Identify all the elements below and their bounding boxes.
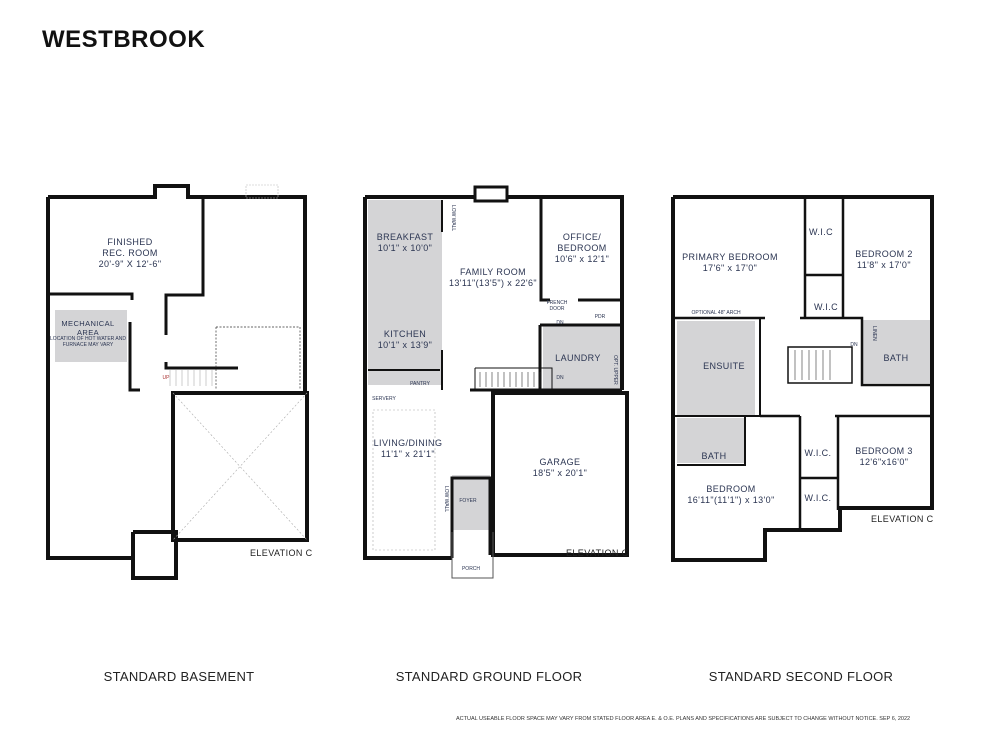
room-name: KITCHEN (383, 329, 427, 339)
bath-label: BATH (701, 451, 727, 461)
room-size: 11'8" x 17'0" (857, 260, 911, 270)
living-dining-label: LIVING/DINING 11'1" x 21'1" (374, 438, 443, 460)
mechanical-area-label: MECHANICAL AREA (61, 319, 114, 337)
ground-floor-plan (363, 185, 629, 579)
foyer-label: FOYER (459, 498, 477, 504)
porch-label: PORCH (461, 566, 481, 572)
room-name: FAMILY ROOM (459, 267, 527, 277)
rec-room-label: FINISHED REC. ROOM 20'-9" X 12'-6" (99, 237, 162, 270)
servery-label: SERVERY (372, 396, 396, 402)
room-size: 10'1" x 10'0" (377, 243, 433, 253)
ensuite-label: ENSUITE (703, 361, 745, 371)
room-name: REC. ROOM (102, 248, 158, 258)
room-size: 10'6" x 12'1" (554, 254, 610, 264)
room-size: 18'5" x 20'1" (532, 468, 588, 478)
second-elevation: ELEVATION C (871, 514, 934, 524)
room-name: BEDROOM 3 (855, 446, 913, 456)
mechanical-note: LOCATION OF HOT WATER AND FURNACE MAY VA… (50, 336, 126, 348)
foyer-fill (452, 475, 490, 530)
optional-arch-label: OPTIONAL 48" ARCH (691, 310, 741, 316)
room-name: BREAKFAST (376, 232, 434, 242)
bath-2-label: BATH (883, 353, 909, 363)
ground-elevation: ELEVATION C (566, 548, 629, 558)
room-name: OFFICE/ (562, 232, 602, 242)
bath-fill (677, 418, 745, 463)
office-label: OFFICE/ BEDROOM 10'6" x 12'1" (555, 232, 610, 265)
room-name: MECHANICAL (61, 319, 115, 328)
primary-bedroom-label: PRIMARY BEDROOM 17'6" x 17'0" (682, 252, 778, 274)
note-line: FURNACE MAY VARY (62, 342, 114, 348)
note-line: FRENCH (546, 300, 568, 306)
model-title: WESTBROOK (42, 26, 206, 53)
garage-label: GARAGE 18'5" x 20'1" (533, 457, 588, 479)
disclaimer: ACTUAL USEABLE FLOOR SPACE MAY VARY FROM… (456, 716, 911, 722)
basement-caption: STANDARD BASEMENT (103, 669, 255, 684)
bath2-fill (862, 320, 930, 383)
pantry-label: PANTRY (410, 381, 430, 387)
linen-label: LINEN (871, 326, 877, 341)
room-name: GARAGE (539, 457, 581, 467)
laundry-label: LAUNDRY (555, 353, 601, 363)
stair-dn-label: DN (556, 320, 564, 326)
kitchen-label: KITCHEN 10'1" x 13'9" (378, 329, 433, 351)
bedroom-2-label: BEDROOM 2 11'8" x 17'0" (855, 249, 913, 271)
note-line: DOOR (549, 306, 565, 312)
mechanical-area-fill (55, 310, 127, 362)
wic-1-label: W.I.C (809, 227, 833, 237)
stair-dn-label-2: DN (556, 375, 564, 381)
ensuite-fill (677, 321, 755, 415)
second-floor-plan (671, 195, 934, 562)
basement-plan (46, 184, 309, 580)
wic-4-label: W.I.C. (804, 493, 832, 503)
bedroom-label: BEDROOM 16'11"(11'1") x 13'0" (687, 484, 774, 506)
room-name: PRIMARY BEDROOM (682, 252, 778, 262)
bedroom-3-label: BEDROOM 3 12'6"x16'0" (855, 446, 913, 468)
room-size: 11'1" x 21'1" (381, 449, 435, 459)
low-wall-label-2: LOW WALL (443, 486, 449, 513)
garage-outline (491, 391, 629, 557)
room-name: LIVING/DINING (373, 438, 443, 448)
laundry-fill (543, 325, 623, 390)
note-line: LOCATION OF HOT WATER AND (50, 336, 126, 342)
second-caption: STANDARD SECOND FLOOR (708, 669, 894, 684)
room-name: AREA (76, 328, 100, 337)
pdr-label: PDR (594, 314, 606, 320)
low-wall-label: LOW WALL (450, 205, 456, 232)
room-size: 17'6" x 17'0" (702, 263, 758, 273)
kitchen-fill (368, 200, 442, 385)
ground-caption: STANDARD GROUND FLOOR (395, 669, 583, 684)
room-name: BEDROOM 2 (855, 249, 913, 259)
room-size: 10'1" x 13'9" (377, 340, 433, 350)
room-size: 12'6"x16'0" (859, 457, 909, 467)
room-size: 16'11"(11'1") x 13'0" (687, 495, 775, 505)
family-room-label: FAMILY ROOM 13'11"(13'5") x 22'6" (449, 267, 537, 289)
wic-3-label: W.I.C. (804, 448, 832, 458)
breakfast-label: BREAKFAST 10'1" x 10'0" (377, 232, 434, 254)
wic-2-label: W.I.C (814, 302, 838, 312)
room-size: 20'-9" X 12'-6" (98, 259, 162, 269)
room-name: BEDROOM (706, 484, 756, 494)
room-name: BEDROOM (557, 243, 607, 253)
room-size: 13'11"(13'5") x 22'6" (448, 278, 538, 288)
french-door-label: FRENCH DOOR (547, 300, 568, 312)
opt-upper-label: OPT. UPPER (612, 355, 618, 385)
stair-up-label: UP (162, 375, 170, 381)
room-name: FINISHED (107, 237, 153, 247)
basement-elevation: ELEVATION C (250, 548, 313, 558)
stair-dn-label: DN (850, 342, 858, 348)
garage-footprint (171, 391, 309, 542)
